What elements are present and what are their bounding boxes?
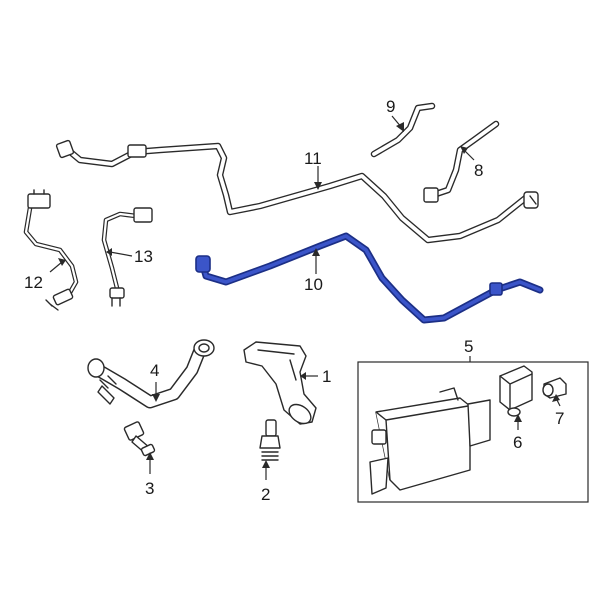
callout-labels: 11 9 8 10 12 13 4 1 3 2 5 6 7 — [24, 97, 564, 504]
callout-11: 11 — [304, 149, 322, 168]
part-8-line[interactable] — [423, 120, 500, 203]
callout-4: 4 — [150, 361, 159, 380]
callout-8: 8 — [474, 161, 483, 180]
callout-5: 5 — [464, 337, 473, 356]
leader-lines — [49, 115, 561, 480]
part-11-line[interactable] — [55, 139, 539, 244]
part-1-elbow[interactable] — [243, 341, 317, 427]
part-12-oxygen-sensor[interactable] — [23, 189, 79, 311]
part-5-vapor-canister[interactable] — [369, 387, 491, 495]
part-6-sensor[interactable] — [499, 365, 533, 417]
part-9-line[interactable] — [370, 102, 436, 158]
part-7-connector[interactable] — [542, 377, 567, 399]
callout-7: 7 — [555, 409, 564, 428]
callout-1: 1 — [322, 367, 331, 386]
part-4-hose[interactable] — [87, 339, 215, 409]
callout-10: 10 — [304, 275, 323, 294]
part-3-sensor[interactable] — [123, 421, 156, 457]
callout-2: 2 — [261, 485, 270, 504]
callout-9: 9 — [386, 97, 395, 116]
callout-3: 3 — [145, 479, 154, 498]
part-2-sensor[interactable] — [259, 419, 281, 461]
callout-6: 6 — [513, 433, 522, 452]
part-10-line-highlighted[interactable] — [195, 232, 544, 324]
canister-assembly-box — [357, 361, 589, 503]
callout-13: 13 — [134, 247, 153, 266]
part-13-oxygen-sensor[interactable] — [101, 207, 153, 307]
callout-12: 12 — [24, 273, 43, 292]
